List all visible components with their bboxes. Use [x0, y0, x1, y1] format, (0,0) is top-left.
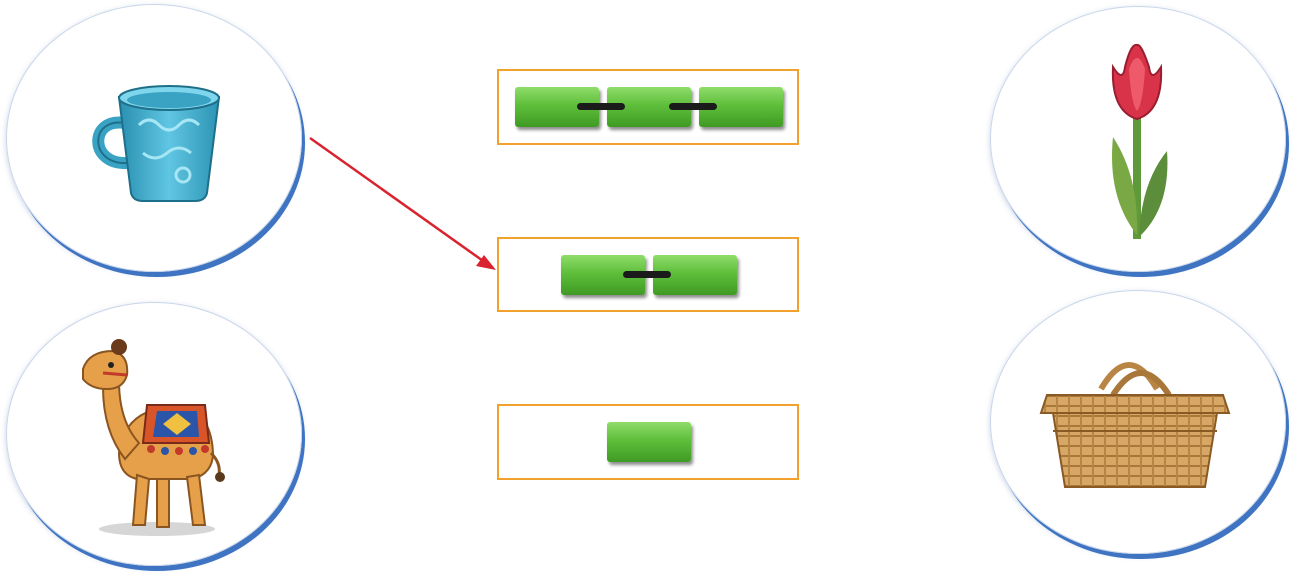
syllable-box-two[interactable] — [497, 237, 799, 312]
syllable-segment — [607, 422, 691, 462]
syllable-divider — [577, 103, 625, 110]
basket-icon — [1039, 362, 1231, 488]
tulip-icon — [1111, 43, 1168, 239]
syllable-divider — [623, 271, 671, 278]
syllable-box-one[interactable] — [497, 404, 799, 480]
picture-circle-basket[interactable] — [990, 290, 1286, 554]
picture-circle-tulip[interactable] — [990, 6, 1286, 272]
camel-icon — [82, 339, 225, 536]
syllable-divider — [669, 103, 717, 110]
syllable-box-three[interactable] — [497, 69, 799, 145]
cup-icon — [92, 85, 221, 202]
picture-circle-cup[interactable] — [6, 4, 302, 272]
picture-circle-camel[interactable] — [6, 302, 302, 566]
